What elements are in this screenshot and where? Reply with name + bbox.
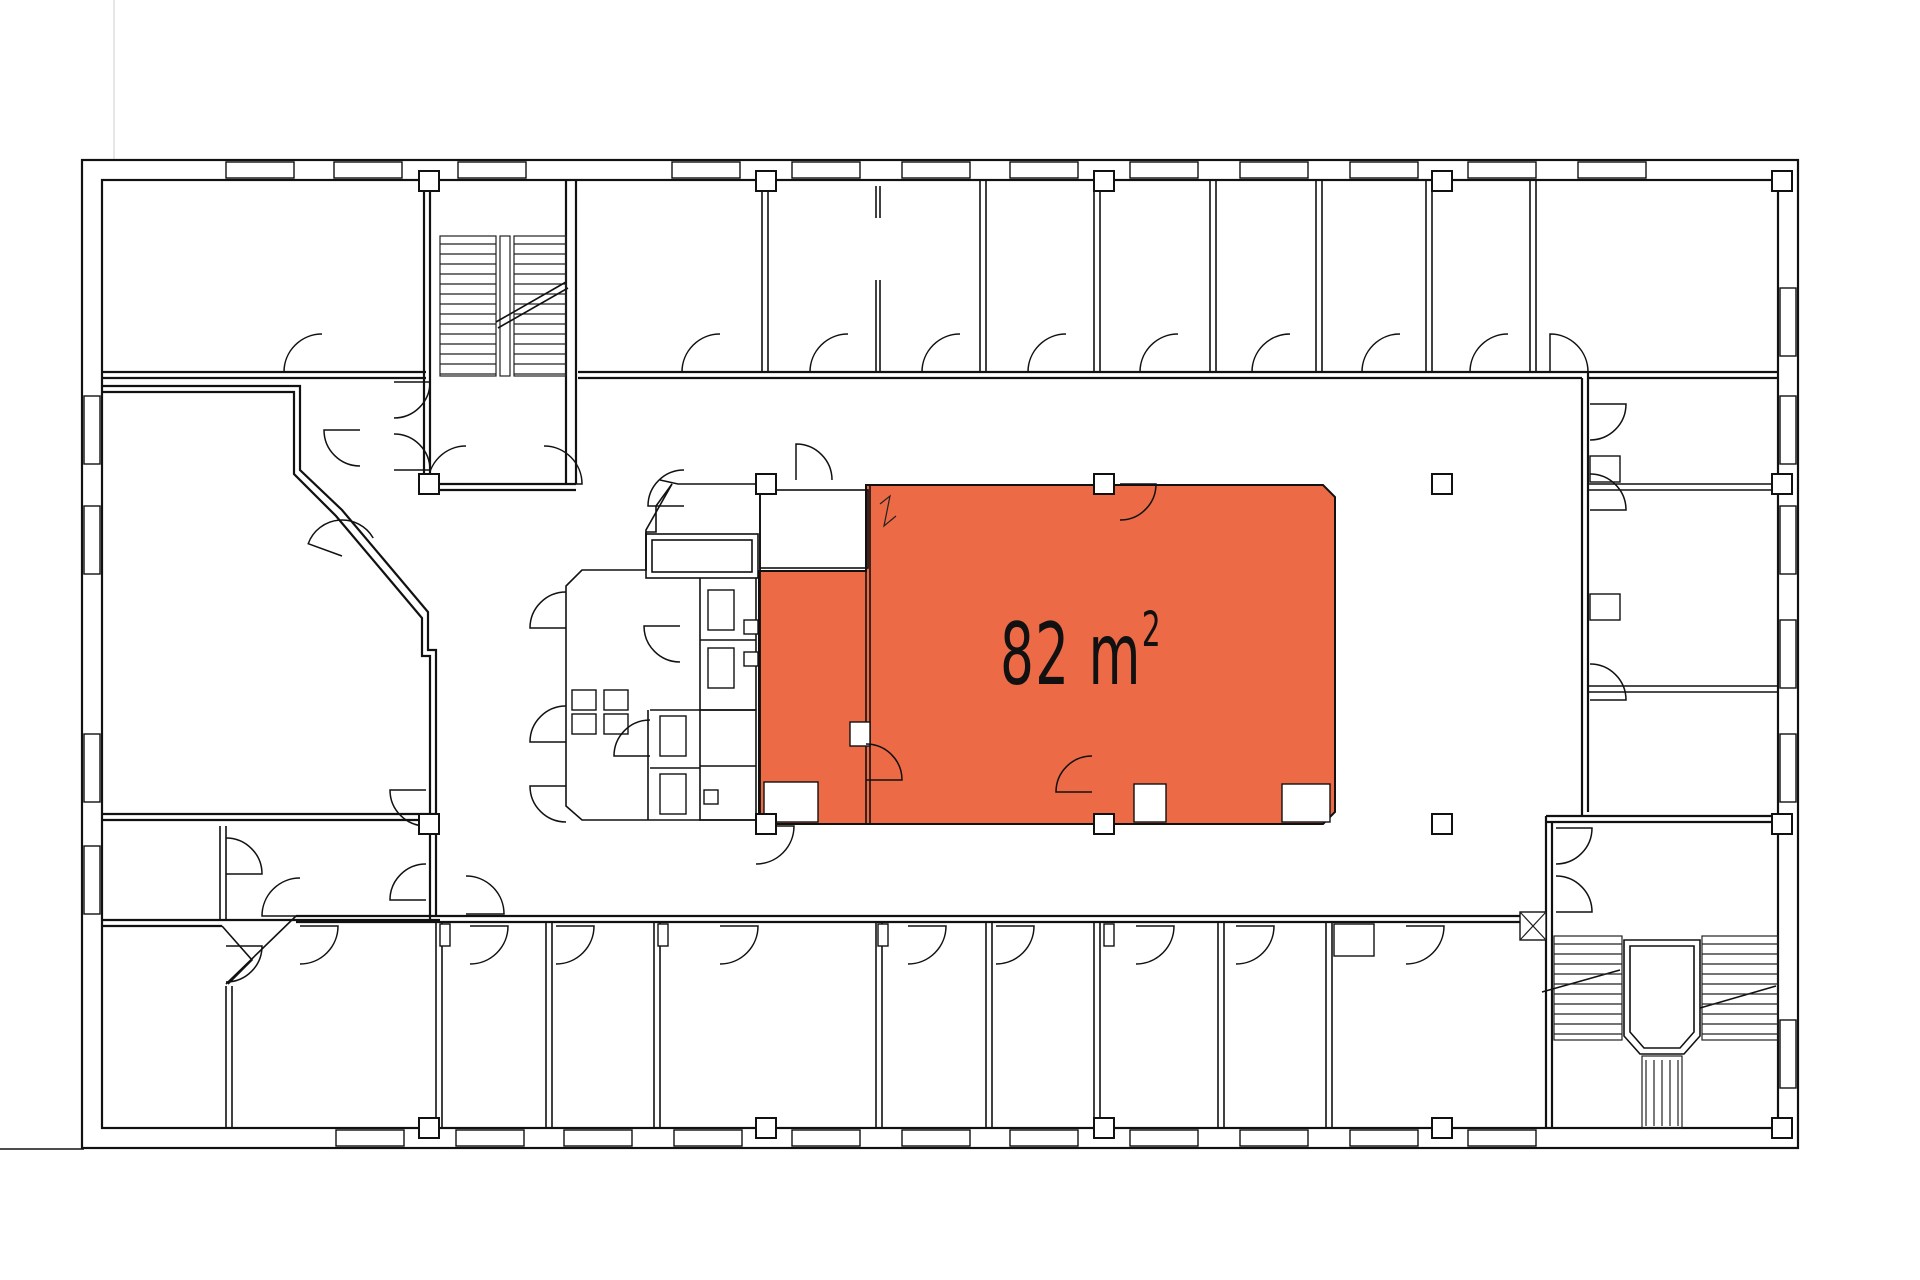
column [1093, 813, 1115, 835]
door-swing [225, 837, 263, 875]
door-swing [393, 433, 431, 471]
door-swing [469, 925, 509, 965]
door-swing [809, 333, 849, 373]
door-swing [307, 519, 374, 557]
door-swing [755, 825, 795, 865]
service-core [565, 479, 1331, 824]
door-swing [1135, 925, 1175, 965]
door-swing [1361, 333, 1401, 373]
door-swing [465, 875, 505, 915]
door-swing [613, 719, 651, 757]
door-swing [1235, 925, 1275, 965]
door-swing [681, 333, 721, 373]
door-swing [225, 945, 263, 983]
column [1093, 473, 1115, 495]
exterior-walls [80, 158, 1800, 1150]
door-swing [393, 381, 431, 419]
door-swing [795, 443, 833, 481]
door-swing [907, 925, 947, 965]
door-swing [261, 877, 301, 917]
column [755, 1117, 777, 1139]
doors[interactable] [225, 333, 1627, 983]
door-swing [1549, 333, 1589, 373]
door-swing [529, 705, 567, 743]
column [1431, 1117, 1453, 1139]
door-swing [1251, 333, 1291, 373]
door-swing [323, 429, 361, 467]
column [1093, 170, 1115, 192]
door-swing [1469, 333, 1509, 373]
door-swing [555, 925, 595, 965]
door-swing [643, 625, 681, 663]
stairwell-bottom [1519, 911, 1779, 1129]
column [418, 170, 440, 192]
door-swing [1055, 755, 1093, 793]
bottom-windows [335, 1129, 1537, 1147]
top-room-partitions [761, 180, 1537, 372]
column [1771, 170, 1793, 192]
door-swing [1027, 333, 1067, 373]
left-windows [83, 395, 101, 915]
column [1431, 473, 1453, 495]
stairwell-top [422, 180, 578, 492]
door-swing [543, 445, 583, 485]
door-swing [1139, 333, 1179, 373]
door-swing [529, 591, 567, 629]
area-unit: m [1088, 605, 1142, 705]
door-swing [529, 785, 567, 823]
corridor-walls [102, 370, 1778, 1128]
area-label: 82 m2 [1000, 606, 1161, 698]
door-swing [1589, 403, 1627, 441]
door-swing [283, 333, 323, 373]
door-swing [719, 925, 759, 965]
door-swing [1555, 827, 1593, 865]
column [1771, 1117, 1793, 1139]
door-swing [995, 925, 1035, 965]
door-swing [1405, 925, 1445, 965]
column [1771, 473, 1793, 495]
right-windows [1779, 287, 1797, 1089]
columns [418, 170, 1793, 1139]
door-swing [647, 469, 685, 507]
column [418, 813, 440, 835]
top-windows [225, 161, 1647, 179]
door-swing [1555, 875, 1593, 913]
door-swing [389, 863, 427, 901]
column [418, 1117, 440, 1139]
area-value: 82 [1000, 605, 1071, 705]
column [418, 473, 440, 495]
column [1431, 170, 1453, 192]
column [755, 473, 777, 495]
column [1093, 1117, 1115, 1139]
door-swing [921, 333, 961, 373]
column [1771, 813, 1793, 835]
highlighted-unit[interactable] [758, 484, 1336, 825]
column [1431, 813, 1453, 835]
door-swing [299, 925, 339, 965]
door-swing [1589, 473, 1627, 511]
column [755, 170, 777, 192]
area-exponent: 2 [1141, 602, 1162, 658]
door-swing [1119, 483, 1157, 521]
door-swing [865, 743, 903, 781]
right-room-partitions [1588, 455, 1778, 693]
door-swing [1589, 663, 1627, 701]
column [755, 813, 777, 835]
bottom-room-partitions [219, 826, 1375, 1128]
